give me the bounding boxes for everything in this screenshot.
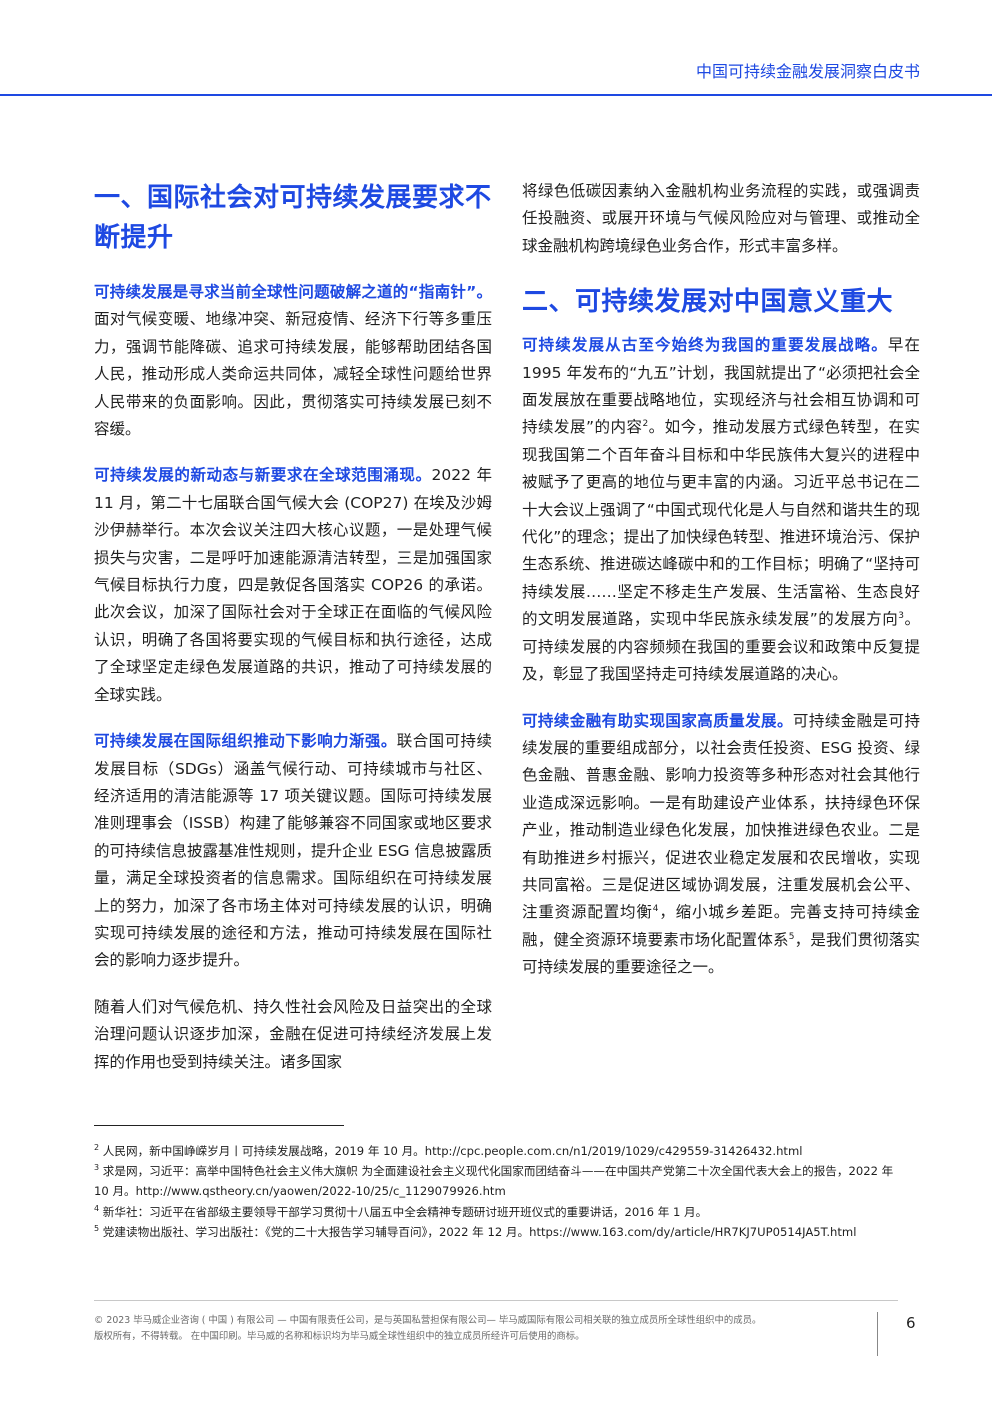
footnote-number: 3 (94, 1163, 100, 1173)
paragraph-text: 早在 1995 年发布的“九五”计划，我国就提出了“必须把社会全面发展放在重要战… (522, 336, 920, 437)
header-title: 中国可持续金融发展洞察白皮书 (695, 62, 920, 81)
legal-line: © 2023 毕马威企业咨询 ( 中国 ) 有限公司 — 中国有限责任公司，是与… (94, 1315, 762, 1326)
footnote-divider (94, 1125, 344, 1126)
paragraph-text: ，是我们贯彻落实可持续发展的重要途径之一。 (522, 930, 920, 977)
paragraph-lead: 可持续发展是寻求当前全球性问题破解之道的“指南针”。 (94, 283, 492, 301)
paragraph: 可持续发展在国际组织推动下影响力渐强。联合国可持续发展目标（SDGs）涵盖气候行… (94, 728, 492, 975)
paragraph-text: 面对气候变暖、地缘冲突、新冠疫情、经济下行等多重压力，强调节能降碳、追求可持续发… (94, 310, 492, 439)
paragraph: 可持续发展的新动态与新要求在全球范围涌现。2022 年 11 月，第二十七届联合… (94, 462, 492, 709)
header-rule (0, 94, 992, 96)
footnote-ref: 4 (652, 904, 659, 915)
paragraph-text: ，缩小城乡差距。完善支持可持续金融，健全资源环境要素市场化配置体系 (522, 903, 920, 949)
footnotes: 2 人民网，新中国峥嵘岁月丨可持续发展战略，2019 年 10 月。http:/… (94, 1141, 894, 1242)
paragraph-text: 。可持续发展的内容频频在我国的重要会议和政策中反复提及，彰显了我国坚持走可持续发… (522, 610, 920, 684)
paragraph-text: 2022 年 11 月，第二十七届联合国气候大会 (COP27) 在埃及沙姆沙伊… (94, 466, 492, 704)
paragraph-lead: 可持续发展的新动态与新要求在全球范围涌现。 (94, 466, 432, 485)
footnote-text: 新华社：习近平在省部级主要领导干部学习贯彻十八届五中全会精神专题研讨班开班仪式的… (102, 1204, 708, 1219)
bottom-rule (94, 1300, 898, 1301)
footnote: 4 新华社：习近平在省部级主要领导干部学习贯彻十八届五中全会精神专题研讨班开班仪… (94, 1202, 894, 1222)
legal-notice: © 2023 毕马威企业咨询 ( 中国 ) 有限公司 — 中国有限责任公司，是与… (94, 1313, 854, 1344)
section-2-title: 二、可持续发展对中国意义重大 (522, 287, 894, 318)
page-number-divider (877, 1312, 878, 1356)
paragraph: 随着人们对气候危机、持久性社会风险及日益突出的全球治理问题认识逐步加深，金融在促… (94, 994, 492, 1076)
footnote-ref: 3 (898, 611, 904, 622)
footnote-ref: 5 (788, 931, 795, 942)
paragraph: 可持续发展从古至今始终为我国的重要发展战略。早在 1995 年发布的“九五”计划… (522, 332, 920, 688)
paragraph-text: 。如今，推动发展方式绿色转型，在实现我国第二个百年奋斗目标和中华民族伟大复兴的进… (522, 418, 920, 629)
paragraph: 可持续金融有助实现国家高质量发展。可持续金融是可持续发展的重要组成部分，以社会责… (522, 708, 920, 982)
footnote-text: 求是网，习近平：高举中国特色社会主义伟大旗帜 为全面建设社会主义现代化国家而团结… (94, 1164, 894, 1199)
footnote-number: 4 (94, 1203, 100, 1213)
paragraph-text: 联合国可持续发展目标（SDGs）涵盖气候行动、可持续城市与社区、经济适用的清洁能… (94, 732, 492, 970)
legal-line: 版权所有，不得转载。 在中国印刷。毕马威的名称和标识均为毕马威全球性组织中的独立… (94, 1330, 585, 1342)
footnote-text: 人民网，新中国峥嵘岁月丨可持续发展战略，2019 年 10 月。http://c… (102, 1144, 803, 1158)
footnote: 3 求是网，习近平：高举中国特色社会主义伟大旗帜 为全面建设社会主义现代化国家而… (94, 1161, 894, 1201)
paragraph-lead: 可持续发展从古至今始终为我国的重要发展战略。 (522, 336, 888, 355)
paragraph-lead: 可持续发展在国际组织推动下影响力渐强。 (94, 732, 397, 751)
paragraph-lead: 可持续金融有助实现国家高质量发展。 (522, 711, 793, 730)
footnote-ref: 2 (642, 419, 649, 430)
continuation-paragraph: 将绿色低碳因素纳入金融机构业务流程的实践，或强调责任投融资、或展开环境与气候风险… (522, 182, 920, 255)
footnote: 5 党建读物出版社、学习出版社：《党的二十大报告学习辅导百问》，2022 年 1… (94, 1222, 894, 1242)
footnote-number: 2 (94, 1143, 100, 1153)
right-column: 将绿色低碳因素纳入金融机构业务流程的实践，或强调责任投融资、或展开环境与气候风险… (522, 178, 920, 982)
footnote-number: 5 (94, 1223, 100, 1233)
page-number: 6 (906, 1314, 916, 1332)
paragraph: 可持续发展是寻求当前全球性问题破解之道的“指南针”。面对气候变暖、地缘冲突、新冠… (94, 279, 492, 443)
left-column: 一、国际社会对可持续发展要求不断提升 可持续发展是寻求当前全球性问题破解之道的“… (94, 178, 492, 1076)
footnote-text: 党建读物出版社、学习出版社：《党的二十大报告学习辅导百问》，2022 年 12 … (102, 1224, 857, 1239)
footnote: 2 人民网，新中国峥嵘岁月丨可持续发展战略，2019 年 10 月。http:/… (94, 1141, 894, 1161)
paragraph-text: 随着人们对气候危机、持久性社会风险及日益突出的全球治理问题认识逐步加深，金融在促… (94, 997, 492, 1071)
section-1-title: 一、国际社会对可持续发展要求不断提升 (94, 183, 492, 253)
paragraph-text: 可持续金融是可持续发展的重要组成部分，以社会责任投资、ESG 投资、绿色金融、普… (522, 711, 920, 922)
